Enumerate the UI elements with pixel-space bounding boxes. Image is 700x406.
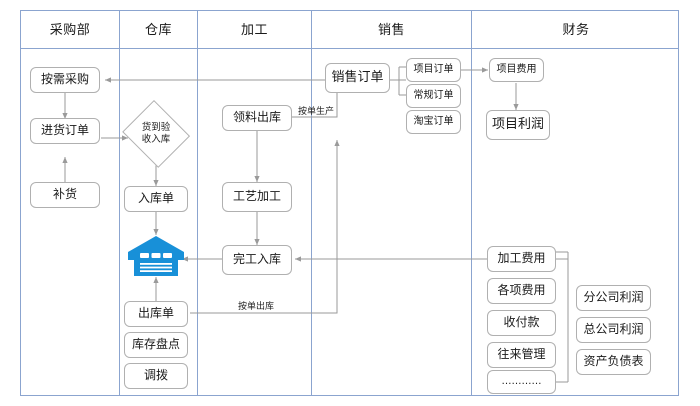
lane-title-processing: 加工 (240, 23, 268, 38)
node-regular-order[interactable]: 常规订单 (406, 84, 461, 108)
lane-title-finance: 财务 (562, 23, 590, 38)
node-transfer[interactable]: 调拨 (124, 363, 188, 389)
diamond-label-line2: 收入库 (141, 134, 171, 145)
node-branch-profit[interactable]: 分公司利润 (576, 285, 651, 311)
header-divider (21, 48, 678, 49)
node-process-work[interactable]: 工艺加工 (222, 182, 292, 212)
node-outbound-order[interactable]: 出库单 (124, 301, 188, 327)
lane-title-purchasing: 采购部 (49, 23, 91, 38)
lane-divider-3 (311, 11, 312, 395)
lane-divider-4 (471, 11, 472, 395)
node-taobao-order[interactable]: 淘宝订单 (406, 110, 461, 134)
lane-divider-2 (197, 11, 198, 395)
diamond-label: 货到验 收入库 (120, 102, 192, 166)
lane-title-sales: 销售 (377, 23, 405, 38)
node-stock-count[interactable]: 库存盘点 (124, 332, 188, 358)
node-balance-sheet[interactable]: 资产负债表 (576, 349, 651, 375)
node-purchase-on-demand[interactable]: 按需采购 (30, 67, 100, 93)
node-replenish[interactable]: 补货 (30, 182, 100, 208)
node-purchase-order[interactable]: 进货订单 (30, 118, 100, 144)
node-transaction-mgmt[interactable]: 往来管理 (487, 342, 556, 368)
node-material-issue[interactable]: 领料出库 (222, 105, 292, 131)
node-more-ellipsis[interactable]: ………… (487, 370, 556, 394)
lane-title-warehouse: 仓库 (144, 23, 172, 38)
diamond-label-line1: 货到验 (141, 122, 171, 134)
edge-label-ship-to-order: 按单出库 (238, 302, 275, 312)
node-inbound-order[interactable]: 入库单 (124, 186, 188, 212)
node-receipts-payments[interactable]: 收付款 (487, 310, 556, 336)
node-processing-cost[interactable]: 加工费用 (487, 246, 556, 272)
node-project-profit[interactable]: 项目利润 (486, 110, 550, 140)
node-finished-inbound[interactable]: 完工入库 (222, 245, 292, 275)
lane-divider-1 (119, 11, 120, 395)
edge-label-make-to-order: 按单生产 (298, 107, 335, 117)
node-various-costs[interactable]: 各项费用 (487, 278, 556, 304)
node-company-profit[interactable]: 总公司利润 (576, 317, 651, 343)
node-project-order[interactable]: 项目订单 (406, 58, 461, 82)
node-goods-inspect-receive[interactable]: 货到验 收入库 (120, 100, 192, 168)
node-project-cost[interactable]: 项目费用 (489, 58, 544, 82)
node-sales-order[interactable]: 销售订单 (325, 63, 390, 93)
warehouse-icon (126, 234, 186, 278)
